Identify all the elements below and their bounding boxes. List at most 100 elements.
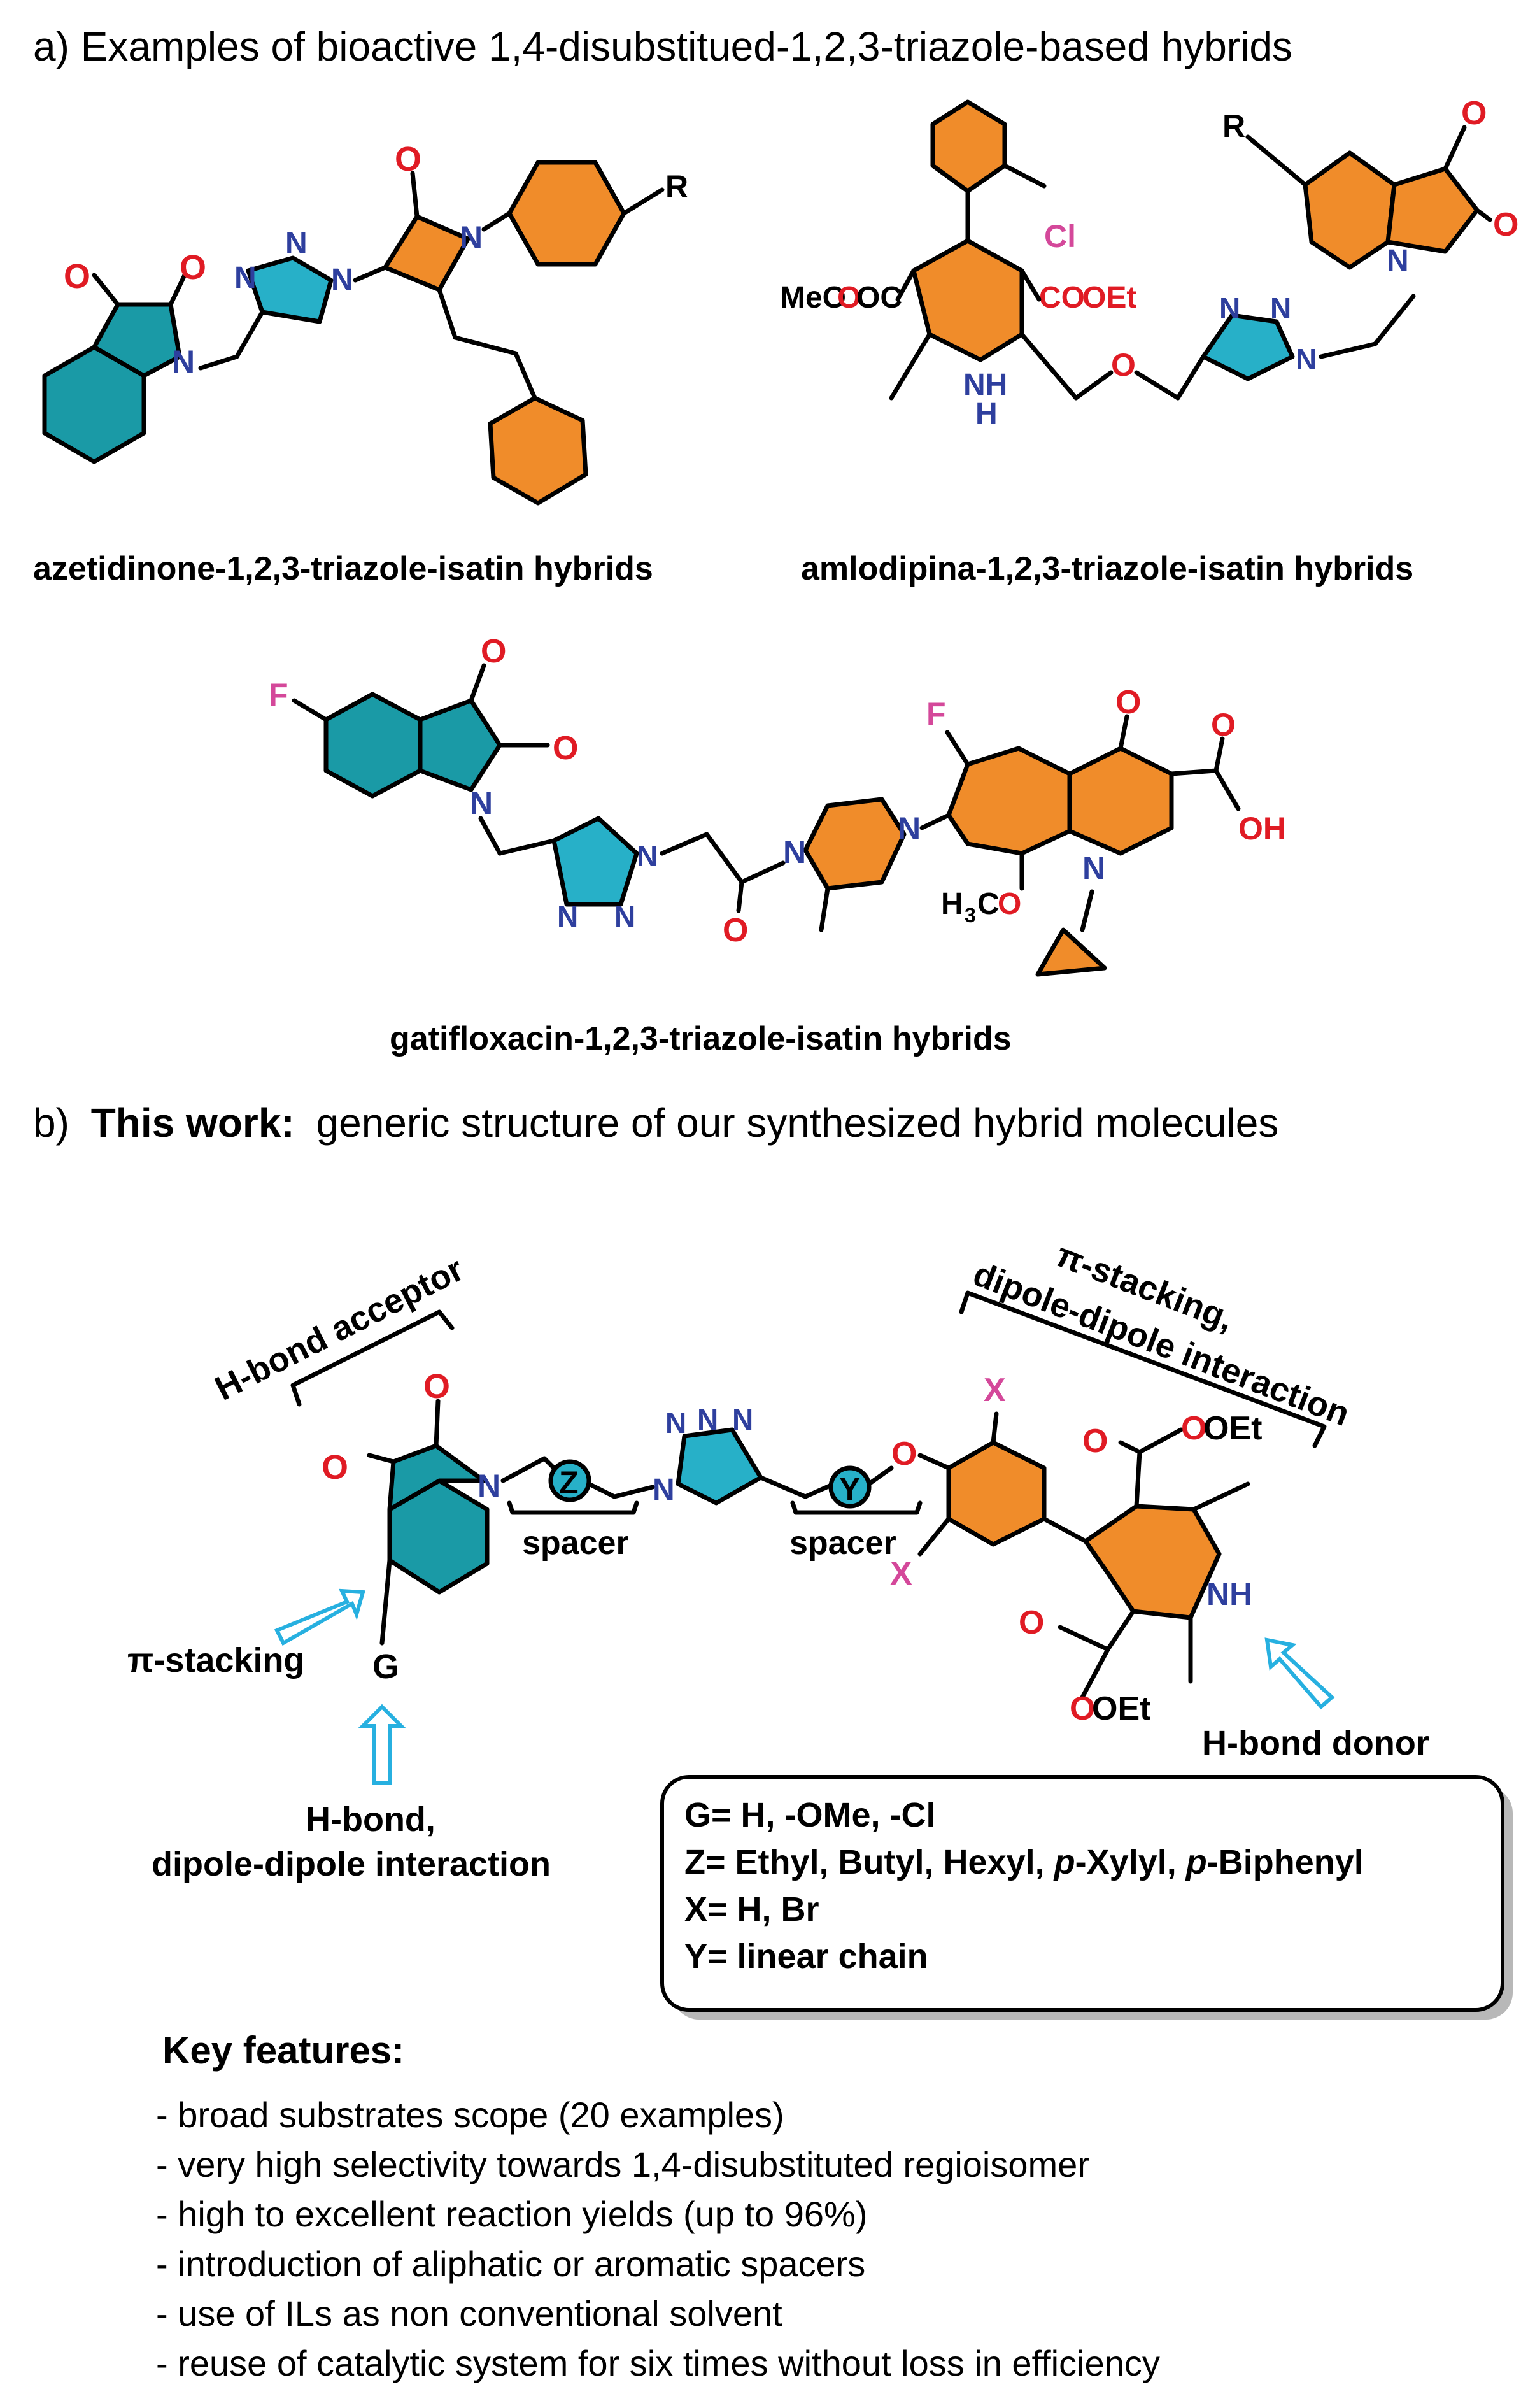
isatin-pyrrolidone-ring-3 (418, 698, 502, 792)
svg-text:O: O (180, 248, 206, 287)
svg-text:R: R (665, 169, 688, 204)
svg-text:N: N (898, 811, 921, 846)
svg-text:F: F (269, 677, 288, 713)
key-feature-item: - reuse of catalytic system for six time… (156, 2343, 1160, 2383)
svg-text:O: O (322, 1448, 348, 1486)
caption-amlodipina: amlodipina-1,2,3-triazole-isatin hybrids (801, 550, 1413, 587)
arrow-hbond-donor (1264, 1637, 1335, 1710)
svg-text:OEt: OEt (1082, 281, 1136, 315)
section-a-heading: a) Examples of bioactive 1,4-disubstitue… (33, 24, 1292, 69)
svg-text:N: N (665, 1406, 686, 1439)
svg-text:N: N (477, 1468, 500, 1504)
triazole-ring-2 (1201, 313, 1295, 381)
isatin-benzene-ring-2 (1303, 150, 1397, 270)
svg-text:NH: NH (963, 368, 1007, 402)
amlodipina-structure: Cl MeO O OC CO OEt NH H O N N N N O O R (780, 95, 1518, 431)
legend-y: Y= linear chain (684, 1937, 928, 1976)
triazole-ring-3 (551, 816, 639, 907)
svg-text:O: O (1115, 684, 1141, 721)
key-features-title: Key features: (162, 2029, 404, 2072)
svg-text:OEt: OEt (1092, 1690, 1150, 1727)
svg-text:3: 3 (965, 904, 976, 927)
svg-text:MeO: MeO (780, 281, 846, 315)
caption-azetidinone: azetidinone-1,2,3-triazole-isatin hybrid… (33, 550, 653, 587)
svg-text:Z: Z (559, 1465, 579, 1500)
svg-text:N: N (1270, 292, 1291, 325)
svg-text:N: N (470, 785, 493, 821)
cyclopropyl-ring (1035, 927, 1107, 977)
svg-text:O: O (1082, 1423, 1108, 1460)
label-hbond: H-bond, (306, 1800, 435, 1839)
svg-text:N: N (1387, 244, 1409, 278)
key-feature-item: - use of ILs as non conventional solvent (156, 2293, 782, 2333)
arrow-pi-stacking (274, 1588, 365, 1646)
svg-text:N: N (1296, 343, 1317, 376)
isatin-pyrrolidone-ring-2 (1385, 166, 1480, 254)
svg-text:O: O (723, 912, 748, 949)
caption-gatifloxacin: gatifloxacin-1,2,3-triazole-isatin hybri… (390, 1020, 1012, 1057)
svg-text:N: N (1219, 292, 1240, 325)
svg-text:R: R (1222, 108, 1245, 144)
key-feature-item: - very high selectivity towards 1,4-disu… (156, 2144, 1089, 2184)
svg-text:X: X (984, 1372, 1006, 1409)
svg-text:N: N (460, 220, 483, 255)
svg-text:OC: OC (856, 281, 902, 315)
svg-text:N: N (557, 900, 578, 933)
svg-text:O: O (64, 257, 90, 296)
svg-text:N: N (653, 1473, 675, 1507)
svg-text:O: O (1019, 1604, 1044, 1641)
bracket-spacer-left (507, 1500, 639, 1515)
svg-text:O: O (1211, 707, 1236, 743)
svg-text:Cl: Cl (1044, 218, 1076, 254)
svg-text:O: O (1070, 1690, 1095, 1727)
legend-x: X= H, Br (684, 1890, 819, 1928)
svg-text:N: N (732, 1403, 753, 1436)
legend-g: G= H, -OMe, -Cl (684, 1796, 936, 1834)
svg-text:O: O (837, 281, 861, 315)
svg-text:F: F (926, 696, 946, 732)
svg-text:CO: CO (1039, 281, 1085, 315)
generic-isatin-pyrrolidone-ring (387, 1443, 486, 1512)
azetidinone-ring (383, 214, 470, 292)
triazole-ring-1 (246, 255, 334, 324)
svg-text:N: N (285, 227, 308, 260)
generic-triazole-ring (676, 1427, 763, 1506)
svg-text:N: N (234, 261, 257, 295)
quinolone-pyridone-ring (1067, 746, 1174, 856)
svg-text:O: O (1493, 206, 1518, 243)
svg-text:O: O (481, 633, 506, 670)
legend-z: Z= Ethyl, Butyl, Hexyl, p-Xylyl, p-Biphe… (684, 1843, 1364, 1881)
label-hbond-donor: H-bond donor (1202, 1724, 1429, 1762)
chlorophenyl-ring (930, 99, 1007, 194)
key-feature-item: - high to excellent reaction yields (up … (156, 2194, 867, 2234)
azetidinone-structure: O O N N N N O N R (42, 140, 688, 506)
svg-text:N: N (614, 900, 635, 933)
bracket-hbond-acceptor (290, 1309, 455, 1407)
svg-text:N: N (783, 834, 806, 870)
label-spacer-right: spacer (789, 1525, 896, 1562)
legend-box (660, 1775, 1504, 2012)
svg-text:OH: OH (1238, 811, 1286, 846)
label-spacer-left: spacer (522, 1525, 629, 1562)
svg-text:O: O (423, 1367, 450, 1406)
piperazine-ring (803, 797, 907, 891)
dihydropyridine-ring (911, 238, 1024, 362)
gatifloxacin-structure: F O O N N N N O N N O O OH F N (269, 633, 1286, 977)
svg-text:O: O (395, 140, 421, 178)
svg-text:H: H (975, 397, 998, 431)
svg-text:O: O (1111, 347, 1136, 383)
label-pi-stacking-left: π-stacking (127, 1641, 304, 1679)
svg-text:OEt: OEt (1203, 1410, 1262, 1447)
svg-text:NH: NH (1206, 1576, 1252, 1612)
svg-text:N: N (697, 1403, 718, 1436)
svg-text:O: O (1181, 1410, 1206, 1447)
isatin-benzene-ring-3 (323, 692, 423, 799)
svg-text:O: O (998, 887, 1021, 921)
bracket-dipole (959, 1290, 1327, 1448)
phenyl-ring-cinnamyl (488, 395, 588, 506)
key-feature-item: - broad substrates scope (20 examples) (156, 2095, 784, 2135)
section-b-heading: b) This work: generic structure of our s… (33, 1100, 1278, 1146)
arrow-hbond (358, 1704, 406, 1785)
generic-hybrid-structure: O O N G Z spacer N N N N Y spacer O X (322, 1367, 1262, 1727)
